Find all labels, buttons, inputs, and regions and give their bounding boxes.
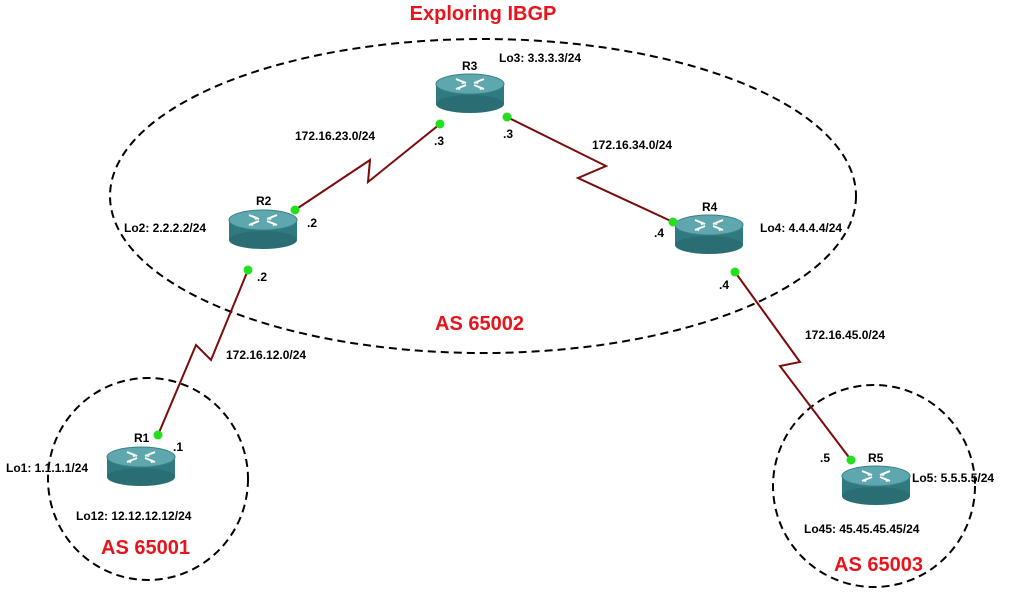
link-r1-r2 (157, 269, 249, 436)
subnet-label-r2-r3: 172.16.23.0/24 (295, 129, 375, 143)
interface-label-r5-r4: .5 (820, 451, 830, 465)
interface-dot-r2-r3 (290, 205, 300, 215)
link-r2-r3 (294, 123, 441, 211)
r1-loopback-lo12: Lo12: 12.12.12.12/24 (76, 509, 192, 523)
router-r2-name: R2 (256, 194, 272, 208)
as65002-label: AS 65002 (435, 313, 524, 335)
r2-loopback-lo2: Lo2: 2.2.2.2/24 (124, 221, 206, 235)
as65001-label: AS 65001 (101, 537, 190, 559)
as65003-label: AS 65003 (834, 554, 923, 576)
r4-loopback-lo4: Lo4: 4.4.4.4/24 (760, 221, 842, 235)
router-r3-icon[interactable] (435, 73, 505, 114)
router-r2-icon[interactable] (228, 209, 298, 250)
as65001-boundary (47, 377, 249, 581)
diagram-title: Exploring IBGP (410, 3, 557, 25)
r5-loopback-lo45: Lo45: 45.45.45.45/24 (804, 522, 920, 536)
interface-dot-r4-r5 (730, 267, 740, 277)
subnet-label-r3-r4: 172.16.34.0/24 (592, 138, 672, 152)
interface-label-r2-r1: .2 (257, 270, 267, 284)
interface-label-r3-r4: .3 (503, 127, 513, 141)
subnet-label-r4-r5: 172.16.45.0/24 (805, 328, 885, 342)
interface-dot-r4-r3 (668, 217, 678, 227)
interface-dot-r5-r4 (846, 455, 856, 465)
r1-loopback-lo1: Lo1: 1.1.1.1/24 (6, 461, 88, 475)
interface-label-r1-r2: .1 (173, 440, 183, 454)
router-r5-name: R5 (868, 451, 884, 465)
interface-label-r3-r2: .3 (434, 134, 444, 148)
r3-loopback-lo3: Lo3: 3.3.3.3/24 (499, 51, 581, 65)
router-r4-icon[interactable] (674, 214, 744, 255)
link-r4-r5 (734, 271, 852, 461)
interface-dot-r1-r2 (153, 430, 163, 440)
interface-dot-r3-r4 (502, 112, 512, 122)
as65002-boundary (109, 38, 857, 354)
interface-label-r4-r5: .4 (719, 278, 729, 292)
link-r3-r4 (506, 116, 674, 223)
interface-dot-r2-r1 (243, 265, 253, 275)
interface-label-r4-r3: .4 (654, 226, 664, 240)
interface-dot-r3-r2 (435, 119, 445, 129)
router-r4-name: R4 (702, 200, 718, 214)
router-r1-icon[interactable] (106, 446, 176, 487)
subnet-label-r1-r2: 172.16.12.0/24 (226, 348, 306, 362)
r5-loopback-lo5: Lo5: 5.5.5.5/24 (912, 471, 994, 485)
router-r5-icon[interactable] (841, 465, 911, 506)
interface-label-r2-r3: .2 (307, 216, 317, 230)
as65003-boundary (772, 384, 976, 588)
router-r3-name: R3 (462, 59, 478, 73)
router-r1-name: R1 (134, 431, 150, 445)
